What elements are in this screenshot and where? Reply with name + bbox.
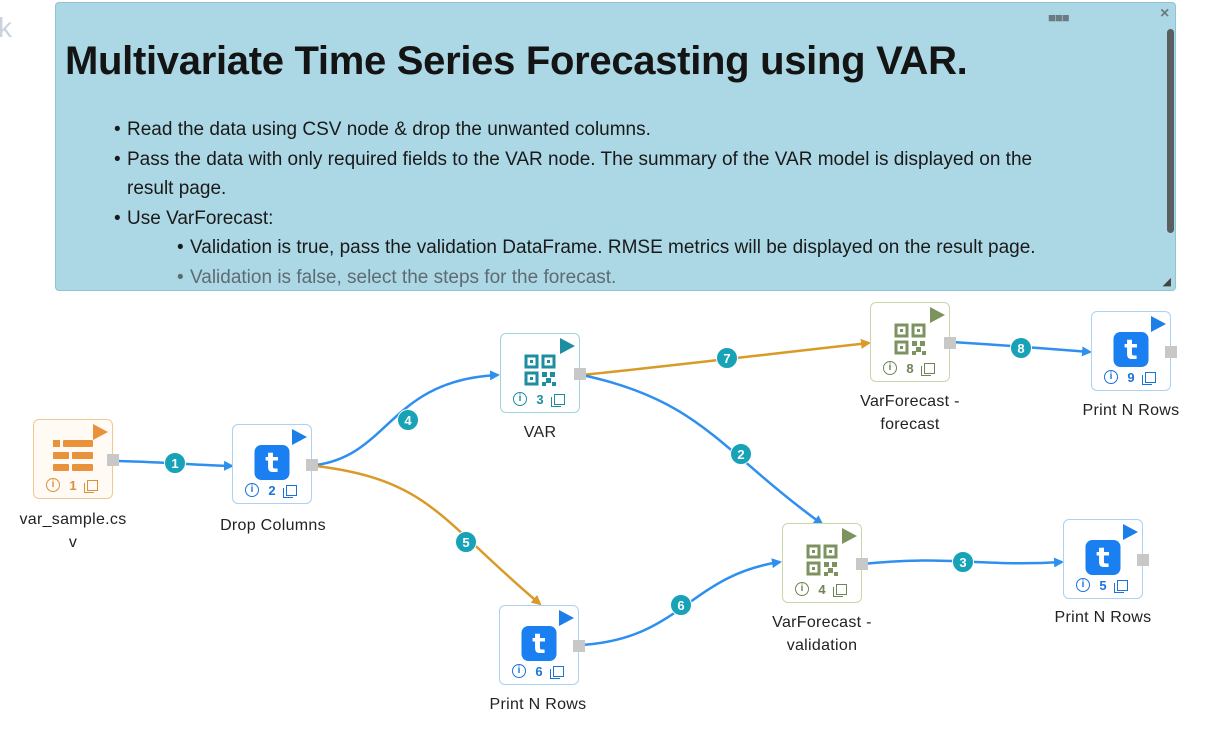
workflow-node-var[interactable]: i 3 [500,333,586,413]
resize-handle-icon[interactable]: ◢ [1162,276,1171,288]
output-port[interactable] [856,558,868,570]
csv-table-icon [53,440,93,471]
workflow-node-print-n-rows[interactable]: t i 9 [1091,311,1177,391]
info-icon[interactable]: i [512,664,526,678]
edge-badge[interactable]: 8 [1010,337,1032,359]
transform-t-icon: t [1085,540,1121,575]
output-port[interactable] [944,337,956,349]
workflow-node-varforecast-validation[interactable]: i 4 [782,523,868,603]
qr-model-icon [806,544,838,576]
edge-badge[interactable]: 2 [730,443,752,465]
copy-icon[interactable] [551,394,565,407]
output-port[interactable] [306,459,318,471]
copy-icon[interactable] [1142,372,1156,385]
copy-icon[interactable] [1114,580,1128,593]
info-icon[interactable]: i [245,483,259,497]
node-number: 8 [906,361,914,376]
scrollbar-thumb[interactable] [1167,29,1174,233]
node-label: VarForecast -forecast [860,393,960,433]
edge-wire-4 [315,370,500,467]
annotation-note[interactable]: ■■■ × Multivariate Time Series Forecasti… [55,2,1176,291]
info-icon[interactable]: i [1104,370,1118,384]
workflow-node-print-n-rows[interactable]: t i 6 [499,605,585,685]
workflow-node-varforecast-forecast[interactable]: i 8 [870,302,956,382]
bullet-item: •Pass the data with only required fields… [114,149,1033,170]
bullet-item: •Use VarForecast: [114,208,274,229]
run-icon[interactable] [292,429,307,445]
ellipsis-icon[interactable]: ■■■ [1048,10,1070,25]
edge-wire-5 [315,464,542,606]
run-icon[interactable] [559,610,574,626]
offscreen-text-fragment: k [0,12,12,43]
transform-t-icon: t [254,445,290,480]
node-number: 9 [1127,370,1135,385]
workflow-node-csv[interactable]: i 1 [33,419,119,499]
node-number: 2 [268,483,276,498]
run-icon[interactable] [1123,524,1138,540]
output-port[interactable] [573,640,585,652]
edge-badge[interactable]: 4 [397,409,419,431]
workflow-node-print-n-rows[interactable]: t i 5 [1063,519,1149,599]
note-bullet-list: •Read the data using CSV node & drop the… [56,3,1175,290]
run-icon[interactable] [560,338,575,354]
node-label: VarForecast -validation [772,614,872,654]
edge-badge[interactable]: 1 [164,452,186,474]
info-icon[interactable]: i [1076,578,1090,592]
note-title: Multivariate Time Series Forecasting usi… [65,39,968,83]
transform-t-icon: t [521,626,557,661]
copy-icon[interactable] [921,363,935,376]
output-port[interactable] [1165,346,1177,358]
output-port[interactable] [1137,554,1149,566]
copy-icon[interactable] [550,666,564,679]
run-icon[interactable] [842,528,857,544]
run-icon[interactable] [1151,316,1166,332]
node-number: 6 [535,664,543,679]
info-icon[interactable]: i [795,582,809,596]
node-label: Drop Columns [220,517,326,534]
node-label: VAR [523,424,557,441]
transform-t-icon: t [1113,332,1149,367]
edge-badge[interactable]: 3 [952,551,974,573]
close-icon[interactable]: × [1160,5,1170,22]
sub-bullet-item: •Validation is true, pass the validation… [177,237,1036,258]
copy-icon[interactable] [283,485,297,498]
copy-icon[interactable] [84,480,98,493]
run-icon[interactable] [93,424,108,440]
info-icon[interactable]: i [46,478,60,492]
node-label: Print N Rows [1054,609,1152,626]
node-number: 1 [69,478,77,493]
info-icon[interactable]: i [513,392,527,406]
edge-badge[interactable]: 6 [670,594,692,616]
node-number: 4 [818,582,826,597]
workflow-node-drop-columns[interactable]: t i 2 [232,424,318,504]
node-number: 5 [1099,578,1107,593]
edge-badge[interactable]: 7 [716,347,738,369]
output-port[interactable] [107,454,119,466]
sub-bullet-item: •Validation is false, select the steps f… [177,267,617,288]
node-number: 3 [536,392,544,407]
qr-model-icon [524,354,556,386]
run-icon[interactable] [930,307,945,323]
bullet-item: •Read the data using CSV node & drop the… [114,119,651,140]
info-icon[interactable]: i [883,361,897,375]
output-port[interactable] [574,368,586,380]
edge-badge[interactable]: 5 [455,531,477,553]
bullet-continuation: result page. [127,178,227,199]
qr-model-icon [894,323,926,355]
edge-wire-2 [581,373,824,526]
node-label: Print N Rows [489,696,587,713]
node-label: Print N Rows [1082,402,1180,419]
copy-icon[interactable] [833,584,847,597]
